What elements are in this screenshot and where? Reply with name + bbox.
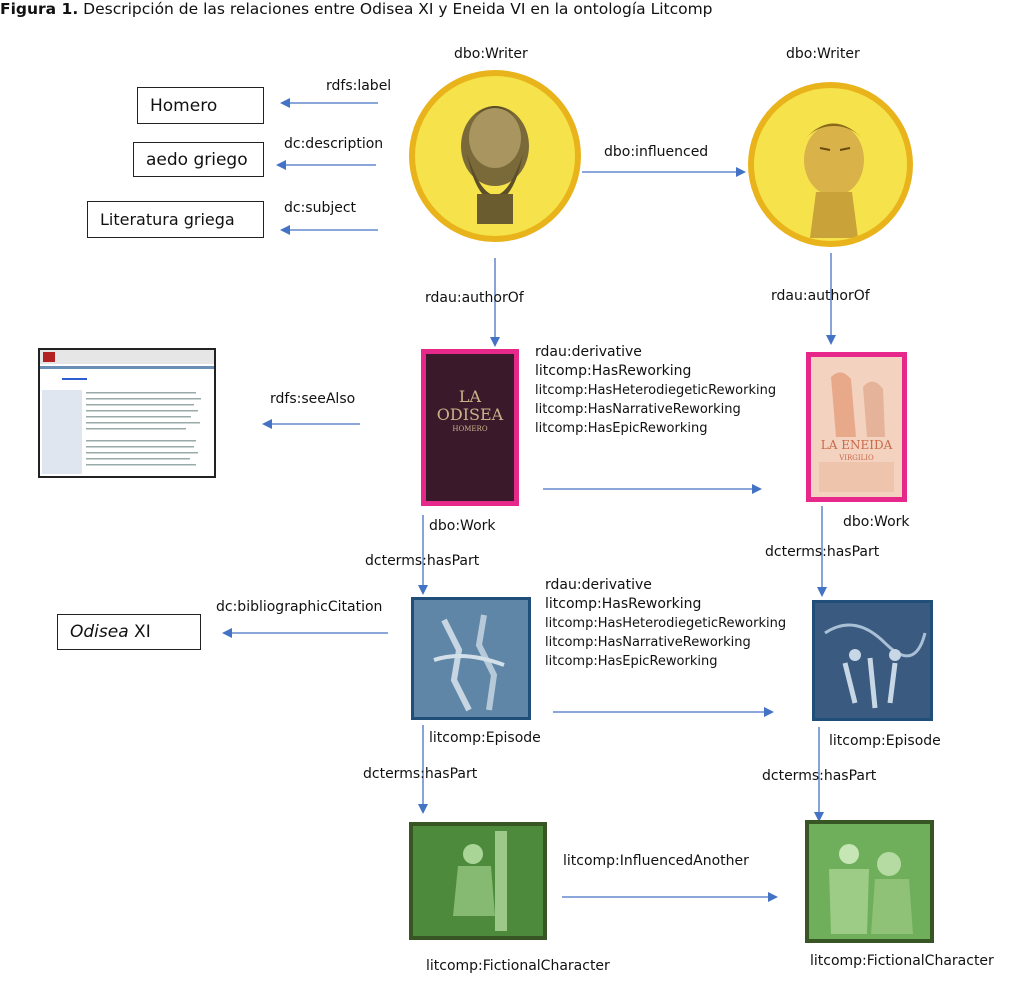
work-relation-item: litcomp:HasEpicReworking	[535, 421, 708, 436]
episode-relation-item: litcomp:HasReworking	[545, 596, 702, 612]
odisea-cover-line1: LA	[458, 387, 482, 406]
eneida-cover-illustration	[819, 372, 894, 492]
eneida-cover-title: LA ENEIDA	[820, 438, 893, 452]
type-work-left: dbo:Work	[429, 518, 496, 534]
virgil-head-icon	[804, 123, 864, 238]
eneida-episode-engraving	[812, 600, 933, 721]
edge-label-has-part-episode-right: dcterms:hasPart	[762, 768, 877, 784]
edge-label-label: rdfs:label	[326, 78, 392, 94]
character-left-image	[409, 822, 547, 940]
literal-subject-box: Literatura griega	[87, 201, 264, 238]
type-writer-right: dbo:Writer	[786, 46, 860, 62]
caption-prefix: Figura 1.	[0, 0, 79, 18]
literal-subject-value: Literatura griega	[100, 210, 235, 229]
odisea-episode-engraving	[411, 597, 531, 720]
type-episode-right: litcomp:Episode	[829, 733, 941, 749]
type-writer-left: dbo:Writer	[454, 46, 528, 62]
work-relation-item: litcomp:HasHeterodiegeticReworking	[535, 383, 777, 398]
work-relation-item: litcomp:HasReworking	[535, 363, 692, 379]
episode-relation-item: litcomp:HasNarrativeReworking	[545, 635, 751, 650]
episode-relation-item: rdau:derivative	[545, 577, 652, 593]
edge-label-has-part-work-right: dcterms:hasPart	[765, 544, 880, 560]
virgil-portrait	[748, 82, 913, 247]
webpage-thumbnail-graphic	[40, 350, 214, 474]
citation-title: Odisea	[70, 622, 129, 642]
type-work-right: dbo:Work	[843, 514, 910, 530]
edge-label-influenced-another: litcomp:InfluencedAnother	[563, 853, 749, 869]
literal-description-box: aedo griego	[133, 142, 264, 177]
eneida-episode-figures	[824, 623, 927, 709]
homer-bust-icon	[461, 106, 529, 224]
odisea-cover-author: HOMERO	[452, 425, 488, 433]
citation-book: XI	[128, 622, 151, 642]
edge-label-see-also: rdfs:seeAlso	[270, 391, 356, 407]
webpage-thumbnail	[38, 348, 216, 478]
work-relation-item: rdau:derivative	[535, 344, 642, 360]
eneida-book-cover: LA ENEIDA VIRGILIO	[806, 352, 907, 502]
character-right-figure	[829, 844, 913, 934]
literal-label-value: Homero	[150, 95, 218, 116]
episode-relations-list: rdau:derivative litcomp:HasReworking lit…	[545, 576, 786, 671]
literal-citation-box: Odisea XI	[57, 614, 201, 650]
caption-text: Descripción de las relaciones entre Odis…	[83, 0, 713, 18]
episode-relation-item: litcomp:HasHeterodiegeticReworking	[545, 616, 787, 631]
edge-label-author-of-left: rdau:authorOf	[425, 290, 524, 306]
eneida-cover-author: VIRGILIO	[839, 454, 874, 462]
character-right-image	[805, 820, 934, 943]
work-relations-list: rdau:derivative litcomp:HasReworking lit…	[535, 343, 776, 438]
edge-label-has-part-episode-left: dcterms:hasPart	[363, 766, 478, 782]
edge-label-author-of-right: rdau:authorOf	[771, 288, 870, 304]
literal-label-box: Homero	[137, 87, 264, 124]
work-relation-item: litcomp:HasNarrativeReworking	[535, 402, 741, 417]
type-character-left: litcomp:FictionalCharacter	[426, 958, 610, 974]
odisea-book-cover: LA ODISEA HOMERO	[421, 349, 519, 506]
homer-portrait	[409, 70, 581, 242]
figure-caption: Figura 1. Descripción de las relaciones …	[0, 0, 1028, 18]
odisea-episode-figures	[433, 614, 505, 712]
odisea-cover-line2: ODISEA	[436, 405, 504, 424]
episode-relation-item: litcomp:HasEpicReworking	[545, 654, 718, 669]
edge-label-has-part-work-left: dcterms:hasPart	[365, 553, 480, 569]
type-episode-left: litcomp:Episode	[429, 730, 541, 746]
type-character-right: litcomp:FictionalCharacter	[810, 953, 994, 969]
literal-description-value: aedo griego	[146, 149, 248, 170]
edge-label-influenced: dbo:influenced	[604, 144, 709, 160]
character-left-figure	[453, 831, 507, 931]
edge-label-subject: dc:subject	[284, 200, 357, 216]
edge-label-bibliographic-citation: dc:bibliographicCitation	[216, 599, 383, 615]
edge-label-description: dc:description	[284, 136, 384, 152]
